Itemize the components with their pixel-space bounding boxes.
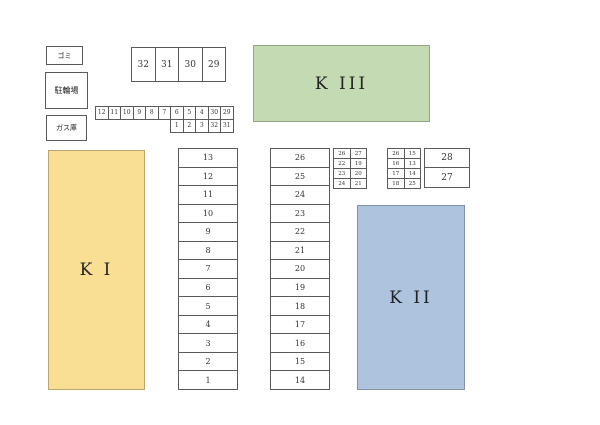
parking-space-cell: 19: [270, 278, 330, 298]
parking-space-cell: 17: [270, 315, 330, 335]
building-k2-label: K II: [389, 287, 433, 308]
parking-space-cell: 2: [178, 352, 238, 372]
mini-space-cell: 21: [350, 179, 367, 189]
mini-space-cell: 26: [334, 149, 351, 159]
strip-cell: 4: [196, 106, 209, 120]
parking-space-cell: 26: [270, 149, 330, 168]
mini-space-cell: 20: [350, 169, 367, 179]
parking-space-cell: 3: [178, 334, 238, 353]
strip-cell: 6: [171, 106, 184, 120]
strip-cell: 8: [146, 106, 159, 120]
building-k2: K II: [357, 205, 465, 390]
parking-space-cell: 1: [178, 371, 238, 390]
mini-space-cell: 14: [404, 169, 421, 179]
strip-cell: 1: [171, 119, 184, 133]
parking-space-cell: 4: [178, 315, 238, 335]
parking-box-27: 27: [424, 167, 470, 188]
strip-cell: 12: [96, 106, 109, 120]
parking-space-cell: 16: [270, 334, 330, 353]
strip-cell: 3: [196, 119, 209, 133]
parking-space-cell: 20: [270, 260, 330, 279]
building-k1: K I: [48, 150, 145, 390]
mini-grid-left: 26 27 22 19 23 20 24 21: [333, 148, 367, 189]
strip-row-top: 12 11 10 9 8 7 6 5 4 30 29: [95, 106, 234, 120]
parking-column-left: 13 12 11 10 9 8 7 6 5 4 3 2 1: [178, 148, 238, 390]
mini-grid-right: 26 15 16 13 17 14 18 25: [387, 148, 421, 189]
parking-box-28: 28: [424, 148, 470, 168]
parking-space-cell: 6: [178, 278, 238, 298]
parking-space-cell: 32: [132, 47, 156, 82]
strip-cell: 32: [208, 119, 221, 133]
parking-space-cell: 25: [270, 167, 330, 187]
gas-storage-box: ガス庫: [46, 115, 87, 141]
parking-space-cell: 5: [178, 297, 238, 316]
parking-space-cell: 18: [270, 297, 330, 316]
mini-space-cell: 17: [388, 169, 405, 179]
mini-space-cell: 24: [334, 179, 351, 189]
parking-space-cell: 22: [270, 223, 330, 242]
parking-space-cell: 11: [178, 186, 238, 205]
strip-cell: 11: [108, 106, 121, 120]
building-k3: K III: [253, 45, 430, 122]
parking-space-cell: 21: [270, 241, 330, 261]
mini-space-cell: 15: [404, 149, 421, 159]
strip-cell: 2: [183, 119, 196, 133]
parking-space-cell: 14: [270, 371, 330, 390]
mini-space-cell: 16: [388, 159, 405, 169]
mini-space-cell: 26: [388, 149, 405, 159]
building-k3-label: K III: [314, 73, 369, 94]
mini-space-cell: 13: [404, 159, 421, 169]
large-parking-row: 32 31 30 29: [131, 47, 226, 82]
parking-space-cell: 7: [178, 260, 238, 279]
strip-cell: 30: [208, 106, 221, 120]
parking-space-cell: 12: [178, 167, 238, 187]
strip-cell: 9: [133, 106, 146, 120]
parking-space-cell: 23: [270, 204, 330, 224]
parking-space-cell: 8: [178, 241, 238, 261]
parking-space-cell: 24: [270, 186, 330, 205]
parking-space-cell: 9: [178, 223, 238, 242]
parking-space-cell: 29: [202, 47, 226, 82]
strip-cell: 10: [121, 106, 134, 120]
trash-area-box: ゴミ: [46, 46, 83, 65]
mini-space-cell: 19: [350, 159, 367, 169]
parking-space-cell: 10: [178, 204, 238, 224]
building-k1-label: K I: [79, 260, 114, 280]
parking-space-cell: 30: [179, 47, 203, 82]
mini-space-cell: 23: [334, 169, 351, 179]
mini-space-cell: 18: [388, 179, 405, 189]
mini-space-cell: 25: [404, 179, 421, 189]
strip-cell: 7: [158, 106, 171, 120]
strip-cell: 5: [183, 106, 196, 120]
mini-space-cell: 22: [334, 159, 351, 169]
strip-cell: 31: [221, 119, 234, 133]
bicycle-parking-box: 駐輪場: [45, 72, 88, 109]
parking-space-cell: 15: [270, 352, 330, 372]
parking-space-cell: 31: [155, 47, 179, 82]
parking-space-cell: 13: [178, 149, 238, 168]
parking-column-middle: 26 25 24 23 22 21 20 19 18 17 16 15 14: [270, 148, 330, 390]
strip-cell: 29: [221, 106, 234, 120]
strip-row-bottom: 1 2 3 32 31: [170, 119, 234, 133]
mini-space-cell: 27: [350, 149, 367, 159]
